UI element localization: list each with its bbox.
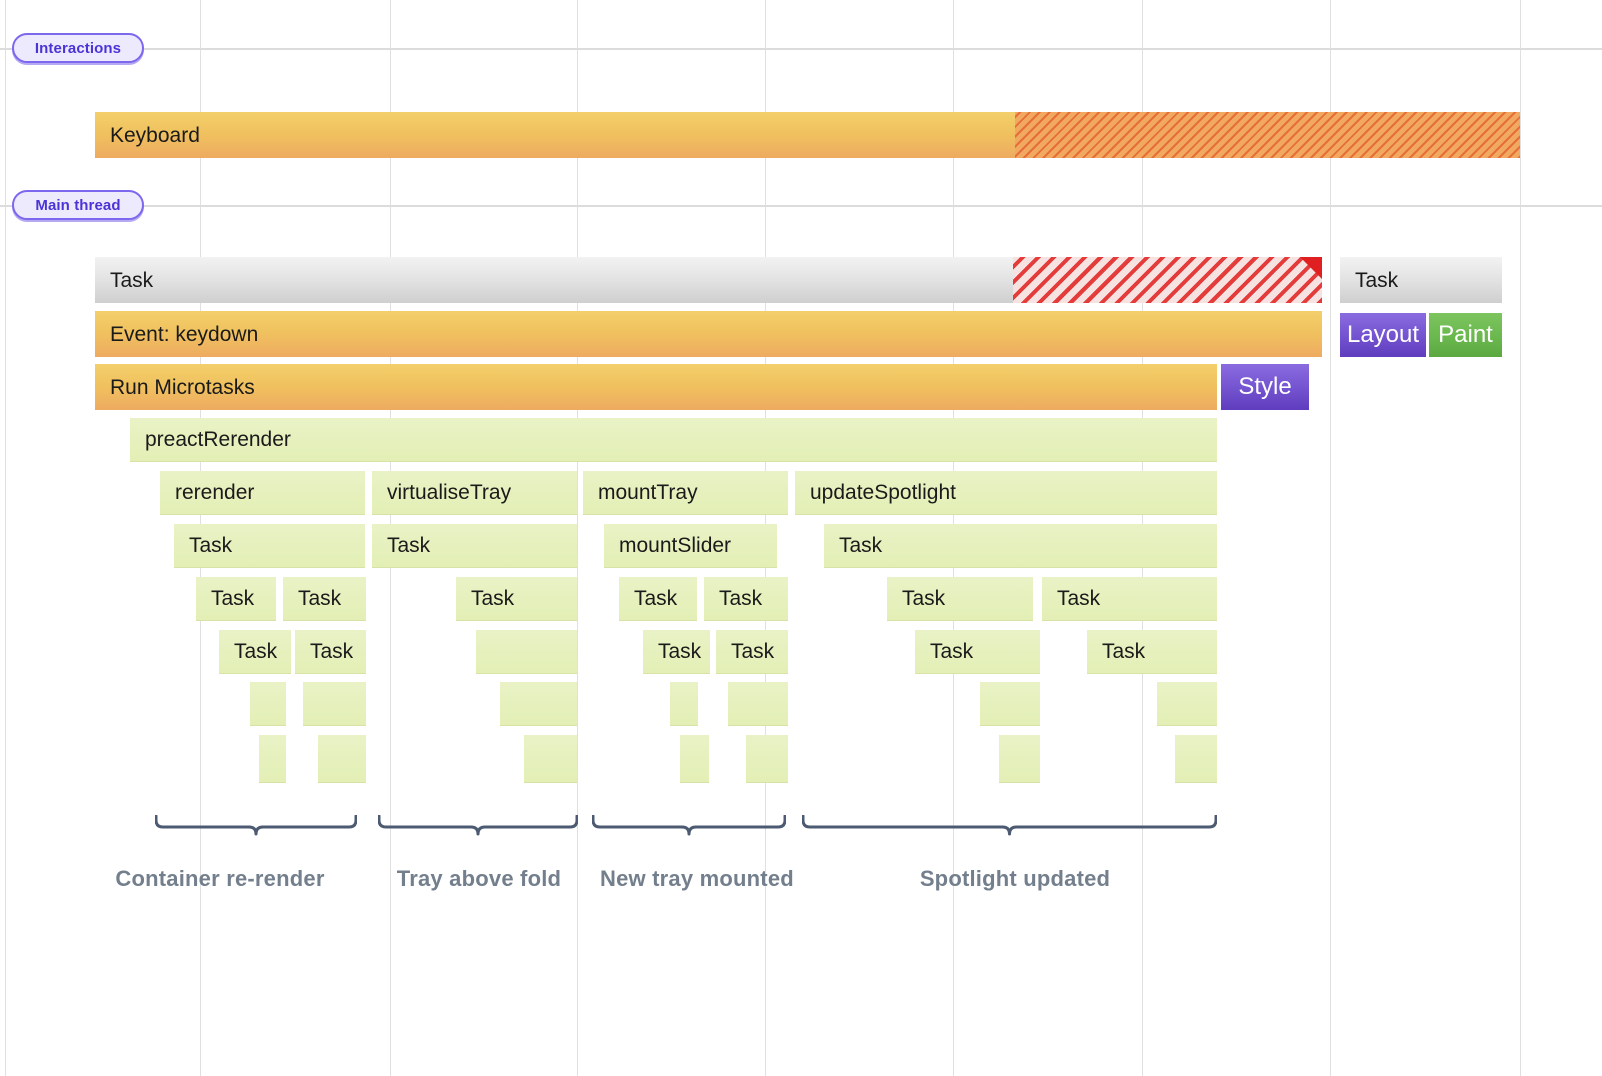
task-l2-c-label: Task [839, 534, 883, 557]
layout-bar[interactable]: Layout [1340, 313, 1426, 357]
task-l3-f[interactable]: Task [887, 577, 1033, 621]
event-keydown-bar-label: Event: keydown [110, 322, 259, 346]
task-l3-e[interactable]: Task [704, 577, 788, 621]
annotation-container-rerender-bracket [155, 815, 357, 841]
style-bar[interactable]: Style [1221, 364, 1309, 410]
update-spotlight-bar[interactable]: updateSpotlight [795, 471, 1217, 515]
task-l4-c[interactable] [476, 630, 577, 674]
keyboard-interaction-bar[interactable]: Keyboard [95, 112, 1520, 158]
gridline-8 [1520, 0, 1521, 1076]
task-l3-a[interactable]: Task [196, 577, 276, 621]
annotation-spotlight-updated-bracket [802, 815, 1217, 841]
task-l6-g[interactable] [1175, 735, 1217, 783]
main-task-bar-hatch-overlay [1013, 257, 1322, 303]
preact-rerender-bar[interactable]: preactRerender [130, 418, 1217, 462]
gridline-3 [577, 0, 578, 1076]
paint-bar-label: Paint [1438, 321, 1493, 348]
task-l4-a-label: Task [234, 640, 278, 663]
rerender-bar-label: rerender [175, 481, 255, 504]
task-l6-b[interactable] [318, 735, 366, 783]
task-l5-b[interactable] [303, 682, 366, 726]
track-pill-interactions[interactable]: Interactions [12, 33, 144, 63]
keyboard-interaction-bar-hatch-overlay [1015, 112, 1520, 158]
task-l5-g[interactable] [1157, 682, 1217, 726]
task-l3-e-label: Task [719, 587, 763, 610]
task-l4-f[interactable]: Task [915, 630, 1040, 674]
task-l3-c[interactable]: Task [456, 577, 577, 621]
annotation-container-rerender-caption: Container re-render [115, 866, 325, 891]
task-l4-f-label: Task [930, 640, 974, 663]
task-l6-d[interactable] [680, 735, 709, 783]
task-l2-c[interactable]: Task [824, 524, 1217, 568]
task-l4-g-label: Task [1102, 640, 1146, 663]
annotation-tray-above-fold-bracket [378, 815, 578, 841]
task-l3-d-label: Task [634, 587, 678, 610]
run-microtasks-bar-label: Run Microtasks [110, 375, 255, 399]
task-l2-b[interactable]: Task [372, 524, 577, 568]
task-l4-a[interactable]: Task [219, 630, 291, 674]
side-task-bar[interactable]: Task [1340, 257, 1502, 303]
annotation-new-tray-mounted-caption: New tray mounted [600, 866, 794, 891]
task-l3-f-label: Task [902, 587, 946, 610]
interactions-rule [0, 48, 1602, 50]
side-task-bar-label: Task [1355, 268, 1399, 292]
task-l4-d-label: Task [658, 640, 702, 663]
task-l6-e[interactable] [746, 735, 788, 783]
virtualise-tray-bar-label: virtualiseTray [387, 481, 512, 504]
rerender-bar[interactable]: rerender [160, 471, 365, 515]
mount-slider-bar[interactable]: mountSlider [604, 524, 777, 568]
task-l4-e[interactable]: Task [716, 630, 788, 674]
task-l2-a[interactable]: Task [174, 524, 365, 568]
task-l6-a[interactable] [259, 735, 286, 783]
task-l3-a-label: Task [211, 587, 255, 610]
task-l3-g-label: Task [1057, 587, 1101, 610]
gridline-7 [1330, 0, 1331, 1076]
task-l2-a-label: Task [189, 534, 233, 557]
style-bar-label: Style [1238, 373, 1292, 400]
task-l3-b-label: Task [298, 587, 342, 610]
update-spotlight-bar-label: updateSpotlight [810, 481, 956, 504]
warning-triangle-icon [1300, 257, 1322, 279]
mount-slider-bar-label: mountSlider [619, 534, 732, 557]
task-l6-c[interactable] [524, 735, 577, 783]
task-l5-a[interactable] [250, 682, 286, 726]
task-l5-d[interactable] [670, 682, 698, 726]
task-l2-b-label: Task [387, 534, 431, 557]
paint-bar[interactable]: Paint [1429, 313, 1502, 357]
annotation-new-tray-mounted-bracket [592, 815, 786, 841]
task-l6-f[interactable] [999, 735, 1040, 783]
task-l4-b[interactable]: Task [295, 630, 366, 674]
keyboard-interaction-bar-label: Keyboard [110, 123, 200, 147]
main-task-bar-label: Task [110, 268, 154, 292]
task-l3-c-label: Task [471, 587, 515, 610]
virtualise-tray-bar[interactable]: virtualiseTray [372, 471, 577, 515]
mount-tray-bar-label: mountTray [598, 481, 698, 504]
task-l4-d[interactable]: Task [643, 630, 710, 674]
task-l3-g[interactable]: Task [1042, 577, 1217, 621]
task-l3-b[interactable]: Task [283, 577, 366, 621]
event-keydown-bar[interactable]: Event: keydown [95, 311, 1322, 357]
run-microtasks-bar[interactable]: Run Microtasks [95, 364, 1217, 410]
annotation-tray-above-fold-caption: Tray above fold [396, 866, 562, 891]
track-pill-main-thread[interactable]: Main thread [12, 190, 144, 220]
task-l4-e-label: Task [731, 640, 775, 663]
main-thread-rule [0, 205, 1602, 207]
main-task-bar[interactable]: Task [95, 257, 1322, 303]
task-l5-f[interactable] [980, 682, 1040, 726]
task-l4-g[interactable]: Task [1087, 630, 1217, 674]
task-l5-c[interactable] [500, 682, 577, 726]
preact-rerender-bar-label: preactRerender [145, 428, 291, 451]
annotation-spotlight-updated-caption: Spotlight updated [919, 866, 1111, 891]
task-l3-d[interactable]: Task [619, 577, 697, 621]
task-l4-b-label: Task [310, 640, 354, 663]
task-l5-e[interactable] [728, 682, 788, 726]
mount-tray-bar[interactable]: mountTray [583, 471, 788, 515]
layout-bar-label: Layout [1346, 321, 1420, 348]
gridline-0 [5, 0, 6, 1076]
